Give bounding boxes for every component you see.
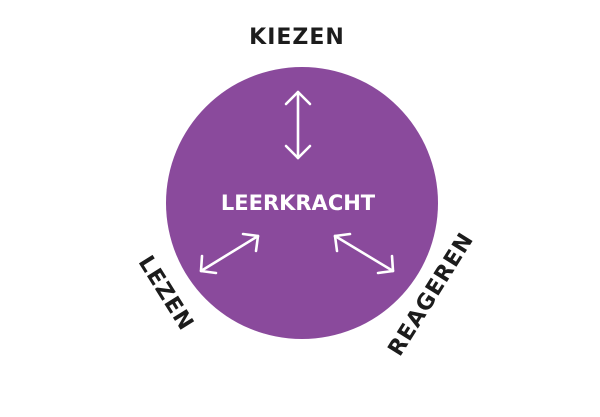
left-double-arrow-icon [199, 232, 260, 275]
label-choose: KIEZEN [249, 25, 345, 50]
center-label-teacher: LEERKRACHT [221, 191, 376, 215]
right-double-arrow-icon [333, 232, 395, 275]
top-double-arrow-icon [284, 90, 312, 160]
teacher-circle [166, 67, 438, 339]
